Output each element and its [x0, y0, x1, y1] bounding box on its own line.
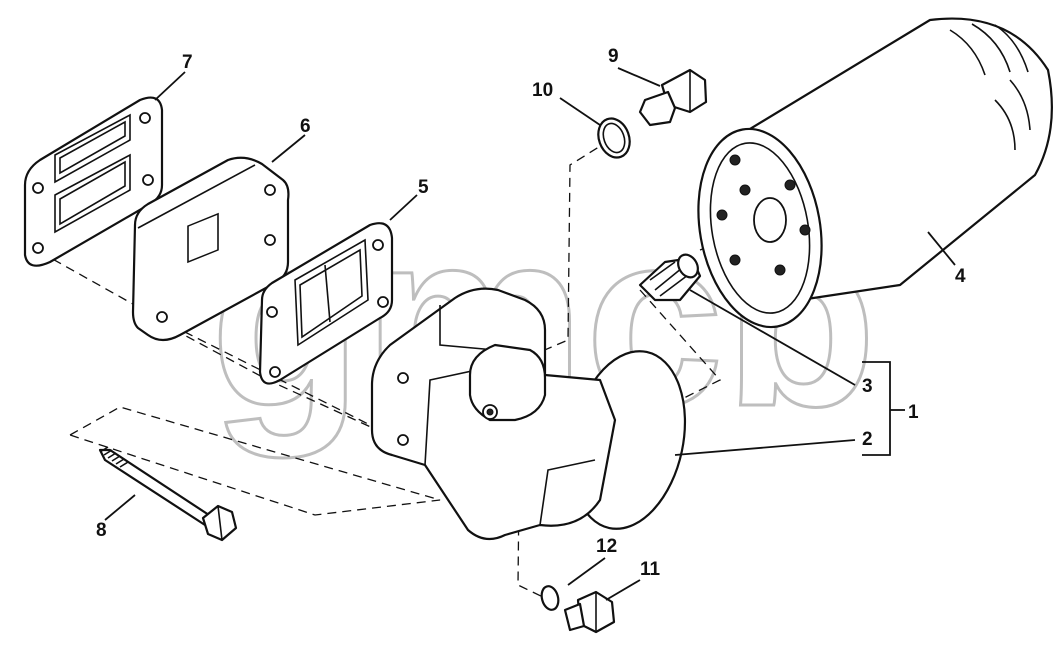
nipple-3	[638, 253, 702, 302]
callout-8: 8	[96, 520, 107, 541]
o-ring-10	[597, 117, 631, 159]
callouts: 7 6 5 4 9 10 3 1 2 8 12 11	[96, 46, 966, 580]
bolt-8	[98, 446, 238, 542]
callout-12: 12	[596, 536, 617, 557]
callout-6: 6	[300, 116, 311, 137]
callout-10: 10	[532, 80, 553, 101]
oil-filter-4	[697, 17, 1053, 329]
gasket-7	[23, 96, 164, 267]
callout-4: 4	[955, 266, 966, 287]
leader-lines	[104, 67, 956, 601]
adapter-plate-6	[131, 156, 290, 342]
washer-12	[540, 585, 560, 611]
callout-9: 9	[608, 46, 619, 67]
gasket-5	[258, 222, 394, 385]
callout-1: 1	[908, 402, 919, 423]
callout-2: 2	[862, 429, 873, 450]
callout-3: 3	[862, 376, 873, 397]
drain-plug-11	[563, 590, 616, 634]
callout-7: 7	[182, 52, 193, 73]
plug-9	[638, 68, 708, 127]
filter-head-2	[370, 287, 687, 541]
callout-11: 11	[640, 559, 661, 580]
callout-5: 5	[418, 177, 429, 198]
